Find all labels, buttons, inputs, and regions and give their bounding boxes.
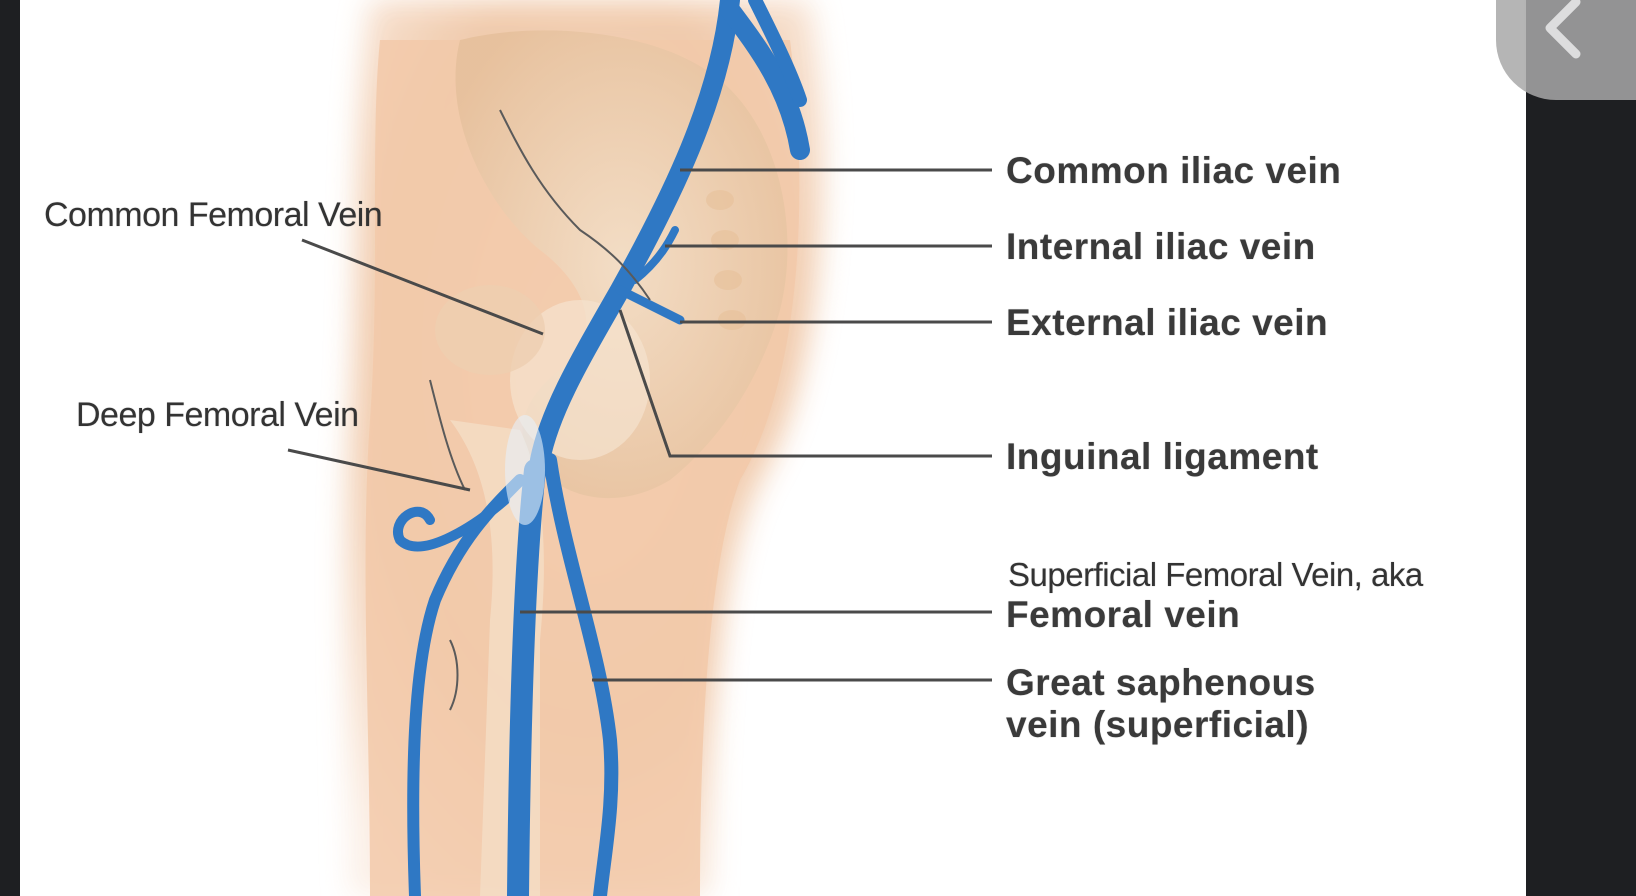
leader-lines bbox=[287, 168, 992, 682]
label-great-saphenous-line2: vein (superficial) bbox=[1006, 704, 1310, 745]
back-button[interactable] bbox=[1496, 0, 1636, 100]
label-inguinal-ligament: Inguinal ligament bbox=[1006, 436, 1319, 477]
label-internal-iliac-vein: Internal iliac vein bbox=[1006, 226, 1316, 267]
label-common-iliac-vein: Common iliac vein bbox=[1006, 150, 1342, 191]
anatomy-illustration bbox=[287, 0, 992, 896]
label-superficial-femoral-vein: Superficial Femoral Vein, aka bbox=[1008, 556, 1423, 593]
label-femoral-vein: Femoral vein bbox=[1006, 594, 1241, 635]
label-external-iliac-vein: External iliac vein bbox=[1006, 302, 1329, 343]
chevron-left-icon bbox=[1545, 0, 1581, 59]
label-deep-femoral-vein: Deep Femoral Vein bbox=[76, 396, 359, 434]
anatomy-image: Common Femoral Vein Deep Femoral Vein Co… bbox=[20, 0, 1526, 896]
veins bbox=[393, 0, 810, 896]
label-common-femoral-vein: Common Femoral Vein bbox=[44, 196, 383, 234]
label-great-saphenous: Great saphenous bbox=[1006, 662, 1316, 703]
